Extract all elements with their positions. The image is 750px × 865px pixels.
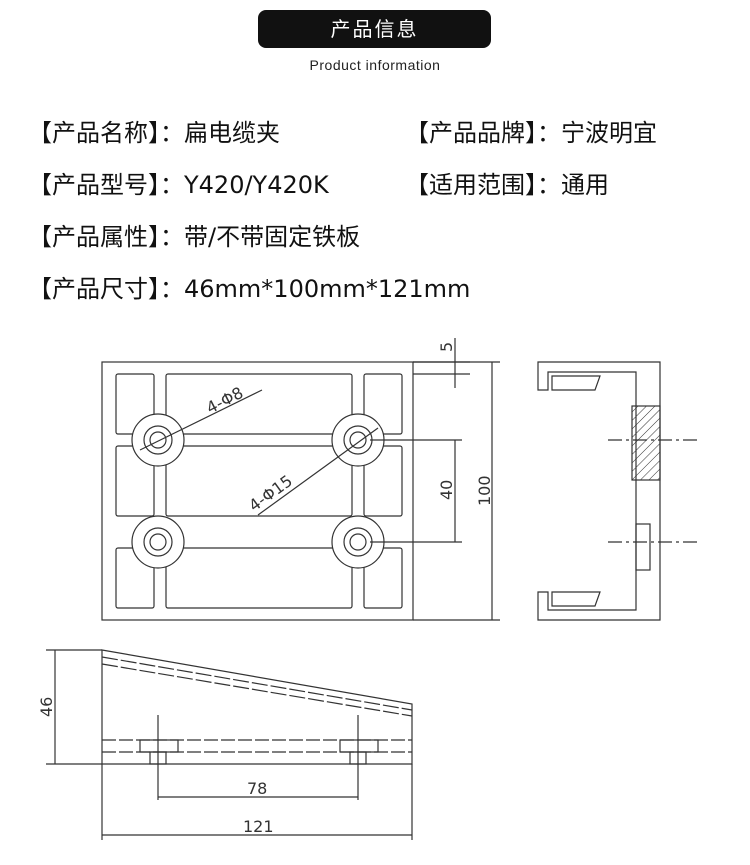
hole-top-right: [331, 413, 385, 467]
spec-model-value: Y420/Y420K: [184, 171, 329, 199]
spec-size: 【产品尺寸】：46mm*100mm*121mm: [28, 274, 470, 304]
leader-small-hole: [139, 389, 263, 451]
front-outline: [101, 361, 414, 621]
spec-attribute: 【产品属性】：带/不带固定铁板: [28, 222, 360, 252]
label-hole-small: 4-Φ8: [203, 383, 246, 418]
subtitle: Product information: [309, 57, 441, 73]
spec-model-label: 【产品型号】：: [28, 171, 184, 199]
spec-name: 【产品名称】：扁电缆夹: [28, 118, 280, 148]
spec-brand: 【产品品牌】：宁波明宜: [405, 118, 657, 148]
label-dim-5: 5: [437, 342, 456, 352]
spec-scope-value: 通用: [561, 171, 609, 199]
hatched-section: [631, 405, 661, 481]
spec-brand-value: 宁波明宜: [561, 119, 657, 147]
spec-attribute-value: 带/不带固定铁板: [184, 223, 361, 251]
leader-large-hole: [257, 427, 379, 516]
label-dim-46: 46: [37, 697, 56, 717]
side-profile: [537, 361, 661, 621]
spec-name-label: 【产品名称】：: [28, 119, 184, 147]
label-dim-100: 100: [475, 475, 494, 506]
hole-top-left: [131, 413, 185, 467]
spec-name-value: 扁电缆夹: [184, 119, 280, 147]
spec-size-label: 【产品尺寸】：: [28, 275, 184, 303]
side-view: [537, 361, 700, 621]
slot-bot-center: [165, 547, 353, 609]
spec-size-value: 46mm*100mm*121mm: [184, 275, 471, 303]
slot-top-center: [165, 373, 353, 435]
label-dim-121: 121: [243, 817, 274, 836]
top-profile: [101, 649, 413, 765]
slot-mid-center: [165, 445, 353, 517]
spec-scope: 【适用范围】：通用: [405, 170, 609, 200]
spec-brand-label: 【产品品牌】：: [405, 119, 561, 147]
spec-attribute-label: 【产品属性】：: [28, 223, 184, 251]
front-view: [101, 338, 500, 621]
label-dim-40: 40: [437, 480, 456, 500]
spec-model: 【产品型号】：Y420/Y420K: [28, 170, 329, 200]
spec-scope-label: 【适用范围】：: [405, 171, 561, 199]
hole-bottom-left: [131, 515, 185, 569]
label-dim-78: 78: [247, 779, 267, 798]
top-view: [46, 649, 413, 840]
title-badge: 产品信息: [258, 10, 491, 48]
